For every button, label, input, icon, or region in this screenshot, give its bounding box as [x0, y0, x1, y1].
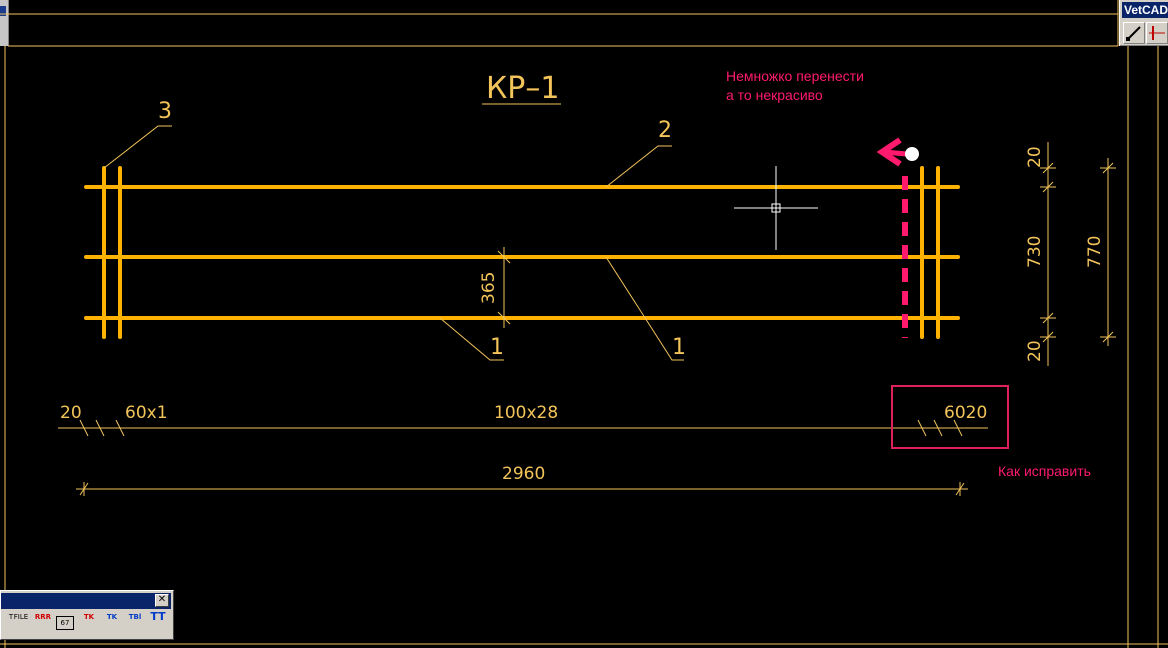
position-label-3: 3: [158, 99, 172, 124]
fix-highlight-box: [891, 385, 1009, 449]
fix-note: Как исправить: [998, 463, 1091, 479]
tk-blue-button[interactable]: TK: [102, 613, 122, 633]
draw-line-icon: [1126, 26, 1141, 41]
dim-chain: [58, 419, 988, 437]
position-label-1-left: 1: [490, 335, 504, 360]
window-edge-button[interactable]: [0, 0, 9, 46]
arrow-cursor-blob: [905, 147, 919, 161]
dim-60x1-label: 60x1: [125, 403, 168, 423]
hatch-button[interactable]: RRR: [33, 613, 53, 633]
dim-20-left-label: 20: [60, 403, 82, 423]
dim-100x28-label: 100x28: [494, 403, 559, 423]
dimension-icon: [1149, 26, 1165, 40]
dim-6020-label: 6020: [944, 403, 988, 423]
crosshair-cursor-icon: [734, 166, 818, 250]
tk-red-icon: TK: [83, 613, 95, 621]
tk-red-button[interactable]: TK: [79, 613, 99, 633]
position-label-1-right: 1: [672, 335, 686, 360]
close-icon[interactable]: ✕: [155, 594, 169, 607]
dim-20-top-label: 20: [1025, 146, 1045, 168]
dim-20-bottom-label: 20: [1025, 340, 1045, 362]
rebar-cage: [84, 166, 960, 339]
tk-blue-icon: TK: [106, 613, 118, 621]
move-note-line2: а то некрасиво: [726, 87, 823, 103]
arrow-left-icon: [876, 137, 902, 167]
frame-67-button[interactable]: 67: [56, 616, 74, 630]
window-icon: [0, 6, 6, 16]
frame-67-icon: 67: [60, 619, 70, 627]
text-style-button[interactable]: TT: [148, 610, 168, 633]
draw-line-button[interactable]: [1123, 22, 1145, 44]
tbl-icon: TBl: [128, 613, 142, 621]
text-cut-button[interactable]: T: [1, 613, 21, 633]
file-icon: FILE: [13, 613, 29, 621]
dim-right-vertical: [1040, 142, 1116, 366]
tbl-button[interactable]: TBl: [125, 613, 145, 633]
dimension-button[interactable]: [1146, 22, 1168, 44]
text-cut-icon: T: [8, 613, 14, 621]
hatch-red-icon: RRR: [34, 613, 52, 621]
text-style-icon: TT: [150, 610, 166, 623]
vetcad-toolbar: VetCAD: [1119, 0, 1168, 46]
dim-2960-label: 2960: [502, 464, 546, 484]
dim-770-label: 770: [1085, 235, 1105, 268]
leaders: [103, 125, 684, 361]
vetcad-toolbar-title[interactable]: VetCAD: [1122, 2, 1168, 18]
file-button[interactable]: FILE: [11, 613, 31, 633]
dim-365-lines: [497, 247, 511, 328]
tk-toolbar: ✕ T FILE RRR 67 TK TK TBl TT: [0, 590, 174, 640]
dim-365-label: 365: [479, 271, 499, 304]
move-note-line1: Немножко перенести: [726, 68, 864, 84]
drawing-title: КР–1: [486, 71, 560, 106]
dim-total: [76, 482, 968, 496]
position-label-2: 2: [658, 118, 672, 143]
tk-toolbar-titlebar[interactable]: [1, 593, 171, 609]
dim-730-label: 730: [1025, 235, 1045, 268]
move-annotation: [876, 137, 919, 338]
